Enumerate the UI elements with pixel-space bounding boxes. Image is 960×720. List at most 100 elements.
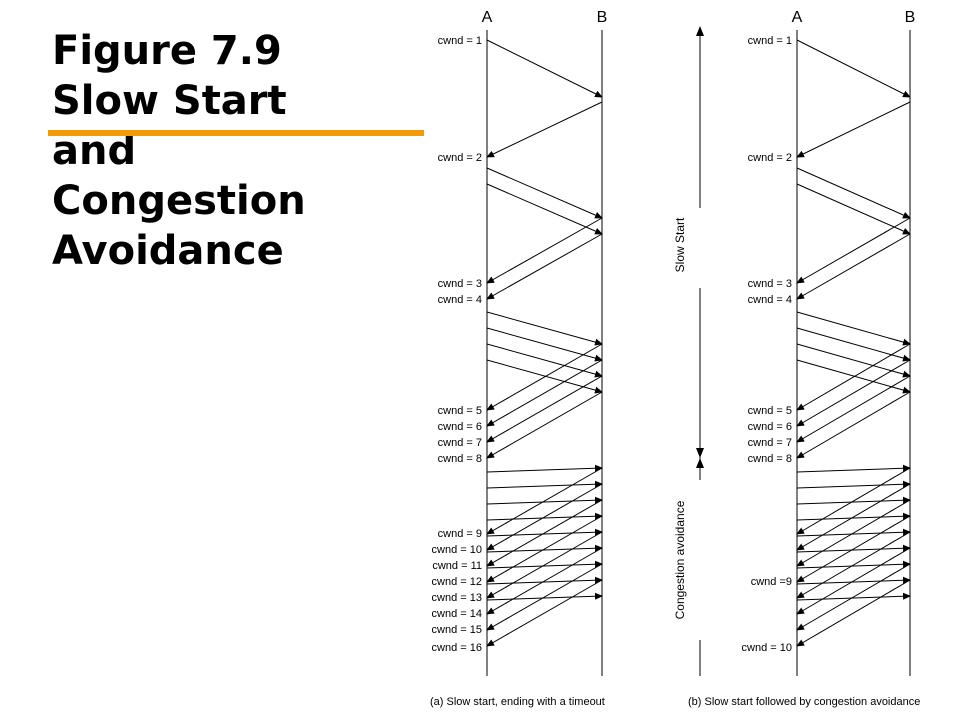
ack-arrow: [486, 391, 603, 459]
title-line: Congestion: [52, 178, 306, 224]
data-segment-arrow: [486, 560, 603, 569]
host-a-label: A: [482, 9, 493, 26]
ack-arrow: [796, 515, 911, 583]
cwnd-label: cwnd = 6: [748, 421, 792, 433]
data-segment-arrow: [486, 359, 603, 394]
messages-b: [796, 39, 911, 647]
data-segment-arrow: [486, 39, 603, 98]
ack-arrow: [486, 483, 603, 551]
data-segment-arrow: [796, 544, 911, 553]
data-segment-arrow: [486, 592, 603, 601]
ack-arrow: [486, 375, 603, 443]
ack-arrow: [796, 531, 911, 599]
cwnd-label: cwnd = 7: [438, 437, 482, 449]
ack-arrow: [486, 563, 603, 631]
ack-arrow: [486, 515, 603, 583]
bracket-arrow-mid-down: [696, 448, 704, 458]
cwnd-labels-b: cwnd = 1 cwnd = 2 cwnd = 3 cwnd = 4 cwnd…: [742, 35, 792, 654]
data-segment-arrow: [486, 544, 603, 553]
label-mask: [691, 480, 709, 640]
data-segment-arrow: [796, 39, 911, 98]
title-line: Slow Start: [52, 78, 287, 124]
cwnd-label: cwnd = 5: [438, 405, 482, 417]
cwnd-labels-a: cwnd = 1 cwnd = 2 cwnd = 3 cwnd = 4 cwnd…: [432, 35, 482, 654]
data-segment-arrow: [486, 311, 603, 346]
data-segment-arrow: [486, 576, 603, 585]
bracket-arrow-top: [696, 26, 704, 36]
slow-start-label: Slow Start: [673, 217, 687, 272]
cwnd-label: cwnd =9: [751, 576, 792, 588]
ack-arrow: [486, 217, 603, 284]
slide-title: Figure 7.9 Slow Start and Congestion Avo…: [52, 26, 306, 276]
data-segment-arrow: [486, 512, 603, 521]
phase-bracket: Slow Start Congestion avoidance: [673, 26, 709, 676]
data-segment-arrow: [796, 528, 911, 537]
title-line: Figure 7.9: [52, 28, 282, 74]
ack-arrow: [486, 467, 603, 535]
data-segment-arrow: [796, 183, 911, 235]
panel-caption: (a) Slow start, ending with a timeout: [430, 696, 605, 708]
cwnd-label: cwnd = 8: [438, 453, 482, 465]
title-underline: [48, 130, 424, 136]
cwnd-label: cwnd = 9: [438, 528, 482, 540]
cwnd-label: cwnd = 1: [748, 35, 792, 47]
data-segment-arrow: [796, 480, 911, 489]
data-segment-arrow: [486, 183, 603, 235]
panel-b: A B cwnd = 1 cwnd = 2 cwnd = 3 cwnd = 4 …: [688, 9, 920, 708]
ack-arrow: [796, 375, 911, 443]
cwnd-label: cwnd = 10: [432, 544, 482, 556]
cwnd-label: cwnd = 3: [438, 278, 482, 290]
data-segment-arrow: [796, 167, 911, 219]
ack-arrow: [486, 547, 603, 615]
data-segment-arrow: [486, 480, 603, 489]
panel-a: A B cwnd = 1 cwnd = 2 cwnd = 3 cwnd = 4 …: [430, 9, 607, 708]
cwnd-label: cwnd = 13: [432, 592, 482, 604]
ack-arrow: [796, 483, 911, 551]
cwnd-label: cwnd = 15: [432, 624, 482, 636]
data-segment-arrow: [796, 560, 911, 569]
ack-arrow: [486, 343, 603, 411]
congestion-avoidance-label: Congestion avoidance: [673, 500, 687, 619]
panel-caption: (b) Slow start followed by congestion av…: [688, 696, 920, 708]
cwnd-label: cwnd = 4: [438, 294, 482, 306]
cwnd-label: cwnd = 3: [748, 278, 792, 290]
data-segment-arrow: [796, 311, 911, 346]
data-segment-arrow: [796, 343, 911, 378]
messages-a: [486, 39, 603, 647]
data-segment-arrow: [796, 576, 911, 585]
host-a-label: A: [792, 9, 803, 26]
ack-arrow: [796, 467, 911, 535]
cwnd-label: cwnd = 14: [432, 608, 482, 620]
ack-arrow: [486, 531, 603, 599]
ack-arrow: [796, 101, 911, 158]
data-segment-arrow: [486, 167, 603, 219]
cwnd-label: cwnd = 16: [432, 642, 482, 654]
data-segment-arrow: [486, 343, 603, 378]
ack-arrow: [796, 563, 911, 631]
ack-arrow: [796, 499, 911, 567]
cwnd-label: cwnd = 2: [748, 152, 792, 164]
label-mask: [691, 208, 709, 288]
data-segment-arrow: [796, 327, 911, 362]
cwnd-label: cwnd = 5: [748, 405, 792, 417]
ack-arrow: [796, 547, 911, 615]
cwnd-label: cwnd = 10: [742, 642, 792, 654]
ack-arrow: [796, 217, 911, 284]
ack-arrow: [796, 391, 911, 459]
ack-arrow: [486, 499, 603, 567]
data-segment-arrow: [486, 327, 603, 362]
cwnd-label: cwnd = 7: [748, 437, 792, 449]
ack-arrow: [796, 579, 911, 647]
ack-arrow: [796, 359, 911, 427]
cwnd-label: cwnd = 4: [748, 294, 792, 306]
data-segment-arrow: [486, 528, 603, 537]
data-segment-arrow: [486, 464, 603, 473]
ack-arrow: [796, 343, 911, 411]
cwnd-label: cwnd = 12: [432, 576, 482, 588]
ack-arrow: [486, 101, 603, 158]
data-segment-arrow: [796, 512, 911, 521]
data-segment-arrow: [486, 496, 603, 505]
data-segment-arrow: [796, 592, 911, 601]
ack-arrow: [796, 233, 911, 300]
